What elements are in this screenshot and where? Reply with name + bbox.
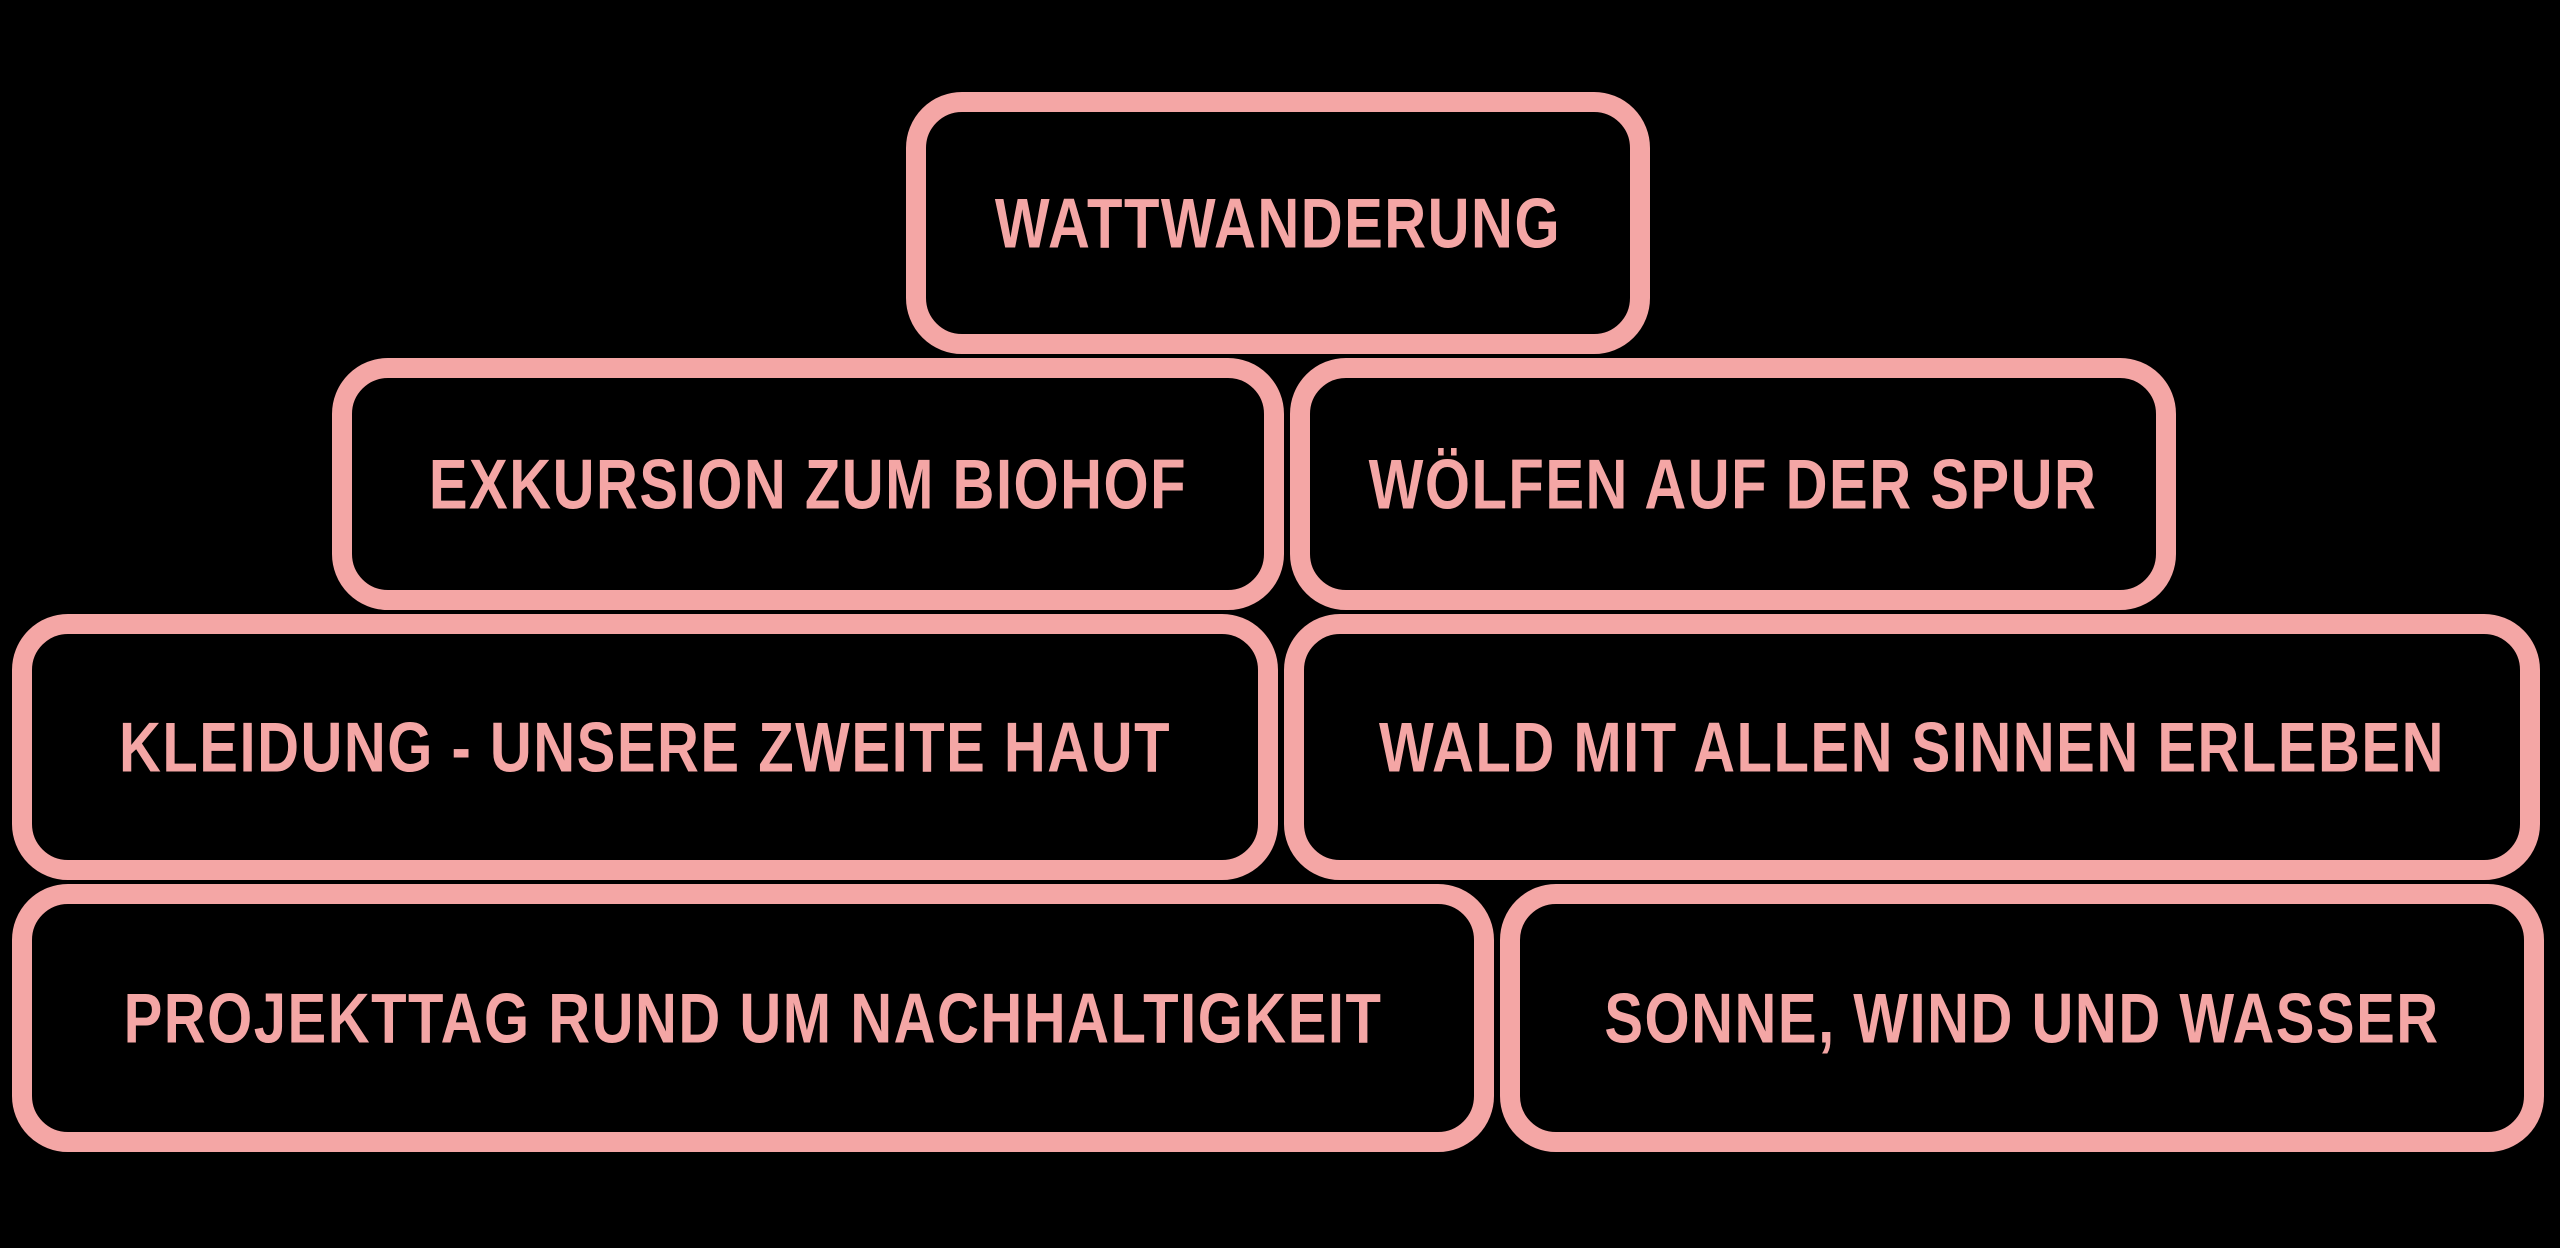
activity-label: WALD MIT ALLEN SINNEN ERLEBEN xyxy=(1378,707,2445,787)
activity-box-projekttag-rund-um-nachhaltigkeit[interactable]: PROJEKTTAG RUND UM NACHHALTIGKEIT xyxy=(12,884,1494,1152)
activity-box-sonne-wind-und-wasser[interactable]: SONNE, WIND UND WASSER xyxy=(1500,884,2544,1152)
activity-box-woelfen-auf-der-spur[interactable]: WÖLFEN AUF DER SPUR xyxy=(1290,358,2176,610)
activity-label: SONNE, WIND UND WASSER xyxy=(1604,978,2440,1058)
activity-label: KLEIDUNG - UNSERE ZWEITE HAUT xyxy=(118,707,1172,787)
activity-label: EXKURSION ZUM BIOHOF xyxy=(428,444,1188,524)
activity-box-exkursion-zum-biohof[interactable]: EXKURSION ZUM BIOHOF xyxy=(332,358,1284,610)
activity-box-wald-mit-allen-sinnen-erleben[interactable]: WALD MIT ALLEN SINNEN ERLEBEN xyxy=(1284,614,2540,880)
activity-label: WÖLFEN AUF DER SPUR xyxy=(1368,444,2098,524)
activity-box-kleidung-unsere-zweite-haut[interactable]: KLEIDUNG - UNSERE ZWEITE HAUT xyxy=(12,614,1278,880)
activity-label: PROJEKTTAG RUND UM NACHHALTIGKEIT xyxy=(123,978,1383,1058)
activity-box-wattwanderung[interactable]: WATTWANDERUNG xyxy=(906,92,1650,354)
activity-label: WATTWANDERUNG xyxy=(994,183,1562,263)
